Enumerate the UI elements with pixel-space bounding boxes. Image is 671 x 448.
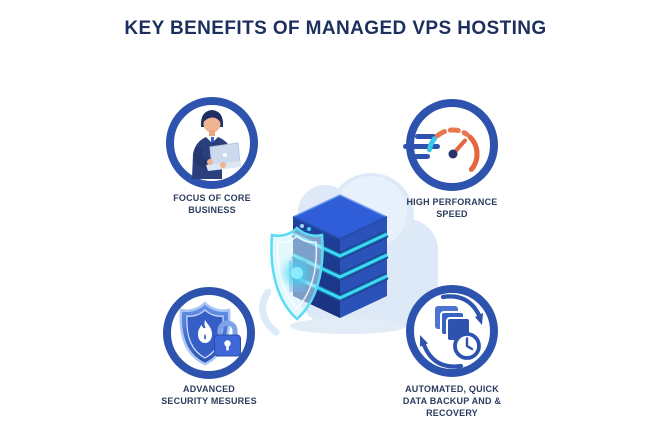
benefit-label-line: AUTOMATED, QUICK — [405, 384, 499, 394]
benefit-label-line: ADVANCED — [183, 384, 235, 394]
benefit-circle-focus-core-business — [166, 97, 258, 189]
benefit-label: FOCUS OF CORE BUSINESS — [137, 192, 287, 216]
page-title: KEY BENEFITS OF MANAGED VPS HOSTING — [124, 18, 547, 39]
server-light — [300, 224, 304, 228]
benefit-circle-backup-recovery — [406, 285, 498, 377]
speedometer-icon — [403, 127, 480, 172]
glowing-security-shield — [270, 226, 324, 321]
server-shadow — [290, 318, 406, 334]
benefit-label: ADVANCED SECURITY MESURES — [129, 383, 289, 407]
benefit-label-line: FOCUS OF CORE — [173, 193, 251, 203]
benefit-circle-advanced-security — [163, 287, 255, 379]
benefit-label-line: SPEED — [436, 209, 468, 219]
benefit-circle-high-performance-speed — [403, 99, 498, 191]
clock-hands — [465, 337, 474, 351]
benefit-label-line: RECOVERY — [426, 408, 478, 418]
benefit-label-line: HIGH PERFORANCE — [406, 197, 498, 207]
benefit-label-line: DATA BACKUP AND & — [402, 396, 502, 406]
server-top-face — [293, 195, 387, 239]
cloud-wisp-decoration — [259, 288, 280, 336]
circle-ring — [406, 285, 498, 377]
server-light — [307, 227, 311, 231]
shield-lock-icon — [179, 301, 241, 366]
benefit-label: HIGH PERFORANCE SPEED — [377, 196, 527, 220]
backup-clock-icon — [420, 294, 483, 369]
benefit-label: AUTOMATED, QUICK DATA BACKUP AND & RECOV… — [372, 383, 532, 419]
isometric-server-stack — [291, 194, 389, 318]
benefit-label-line: SECURITY MESURES — [161, 396, 257, 406]
benefit-label-line: BUSINESS — [188, 205, 236, 215]
businessman-laptop-icon — [192, 110, 242, 179]
padlock-shackle — [217, 320, 238, 339]
